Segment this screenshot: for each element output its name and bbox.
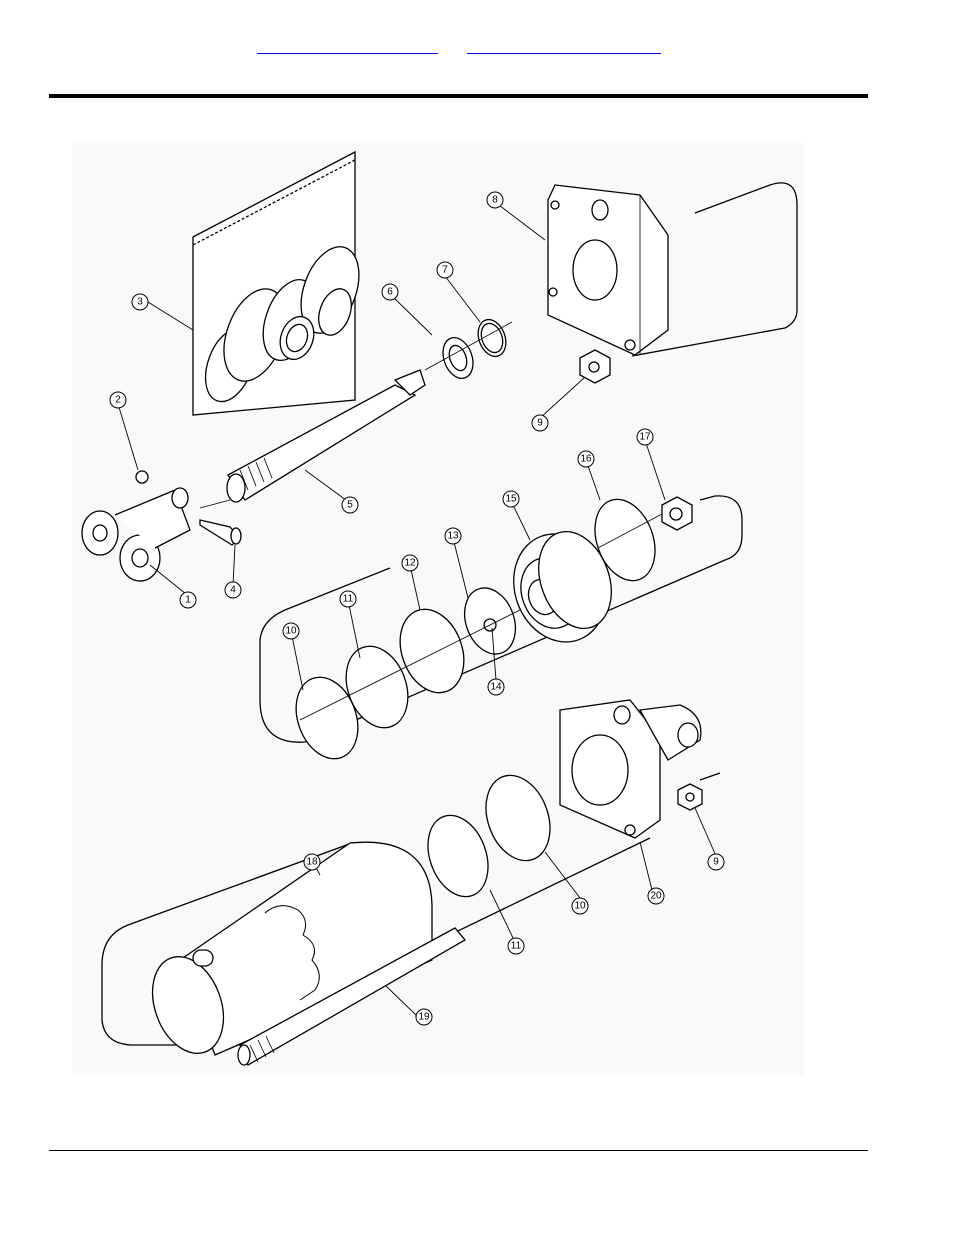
callout-label: 6 bbox=[387, 287, 393, 298]
callout-label: 18 bbox=[306, 857, 318, 868]
callout-label: 2 bbox=[115, 395, 121, 406]
callout-label: 11 bbox=[343, 594, 354, 605]
callout-label: 5 bbox=[347, 500, 353, 511]
callout-label: 1 bbox=[185, 595, 191, 606]
callout-label: 4 bbox=[230, 585, 236, 596]
callout-label: 10 bbox=[285, 626, 297, 637]
callout-label: 10 bbox=[574, 901, 586, 912]
callout-label: 9 bbox=[537, 418, 543, 429]
callout-label: 16 bbox=[580, 454, 592, 465]
callout-label: 12 bbox=[404, 558, 416, 569]
callout-label: 8 bbox=[492, 195, 498, 206]
callout-label: 7 bbox=[442, 265, 448, 276]
callout-label: 13 bbox=[447, 531, 459, 542]
callout-label: 11 bbox=[511, 941, 522, 952]
callout-label: 14 bbox=[490, 682, 502, 693]
nut-bottom bbox=[678, 784, 702, 810]
callout-label: 17 bbox=[639, 432, 651, 443]
callout-label: 9 bbox=[713, 857, 719, 868]
footer-rule bbox=[49, 1150, 868, 1151]
callout-label: 15 bbox=[505, 494, 517, 505]
nut-top bbox=[580, 350, 610, 383]
callout-label: 19 bbox=[418, 1012, 430, 1023]
callout-label: 20 bbox=[650, 891, 662, 902]
diagram-panel bbox=[72, 143, 804, 1075]
callout-label: 3 bbox=[137, 297, 143, 308]
